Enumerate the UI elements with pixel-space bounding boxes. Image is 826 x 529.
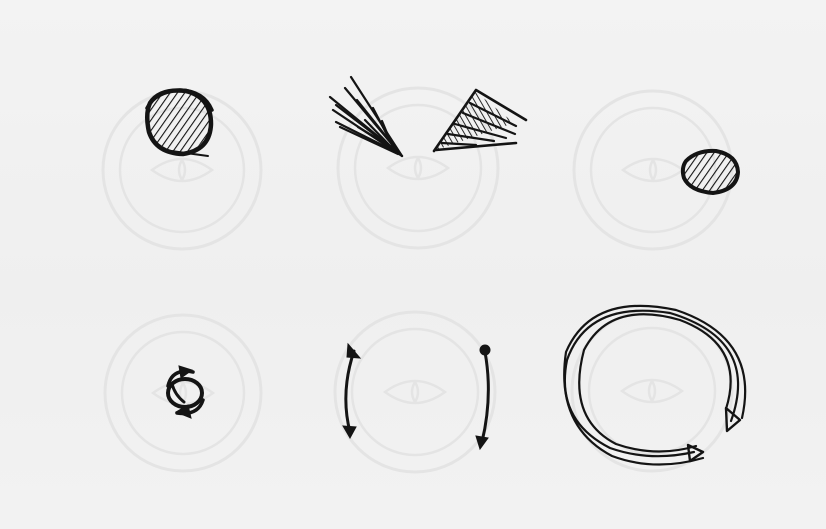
filled-hatched-circle-top-left-icon bbox=[146, 90, 212, 156]
right-wedge bbox=[434, 90, 526, 151]
watermark-dial-4 bbox=[105, 315, 261, 471]
filled-hatched-circle-right-icon bbox=[683, 151, 738, 193]
watermark-dial-5 bbox=[335, 312, 495, 472]
